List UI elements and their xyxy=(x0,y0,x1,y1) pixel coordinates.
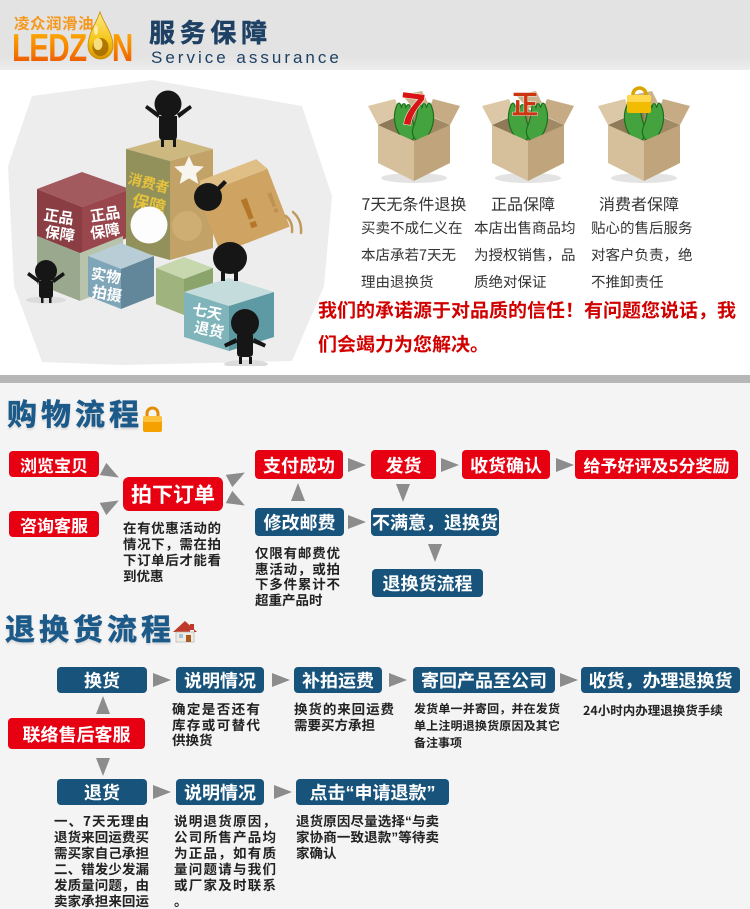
svg-text:正: 正 xyxy=(512,83,539,122)
svg-text:正品: 正品 xyxy=(89,201,122,226)
svg-text:正品: 正品 xyxy=(42,204,75,229)
svg-text:LEDZ: LEDZ xyxy=(12,27,87,66)
svg-text:拍摄: 拍摄 xyxy=(90,281,123,307)
svg-text:实物: 实物 xyxy=(89,263,122,289)
svg-text:N: N xyxy=(112,27,133,66)
svg-text:凌众润滑油: 凌众润滑油 xyxy=(14,12,94,34)
